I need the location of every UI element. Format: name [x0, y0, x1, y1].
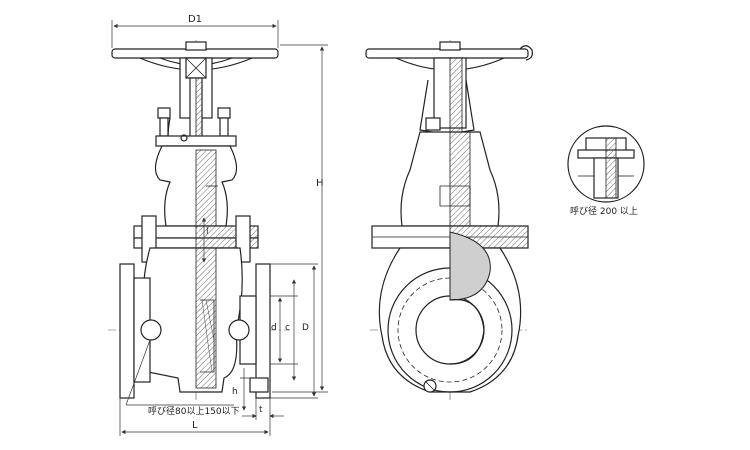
label-h-small: h [232, 387, 238, 397]
dimension-h-small: h [232, 368, 260, 411]
note-detail: 呼び径 200 以上 [570, 205, 638, 217]
label-d1: D1 [188, 14, 202, 25]
label-d-small: d [271, 323, 277, 333]
label-c: c [285, 323, 290, 333]
note-left: 呼び径80以上150以下 [148, 405, 240, 417]
label-l-inner: l [206, 227, 209, 237]
dimension-l-inner: l [201, 217, 209, 263]
side-view [365, 40, 533, 400]
front-body [142, 247, 243, 393]
dimension-port-diameters: d c D [270, 263, 318, 399]
front-port-hole-right [228, 319, 250, 341]
note-left-leader: 呼び径80以上150以下 [125, 339, 240, 417]
front-view [108, 40, 290, 400]
front-port-hole-left [140, 319, 162, 341]
dimension-t: t [242, 398, 284, 420]
dimension-l-length: L [119, 398, 271, 436]
label-l-length: L [192, 420, 198, 431]
label-h: H [316, 178, 324, 189]
label-t: t [259, 405, 263, 415]
dimension-h: H [272, 44, 328, 393]
detail-view: 呼び径 200 以上 [567, 125, 645, 217]
dimension-d1: D1 [111, 14, 279, 48]
label-d-big: D [302, 323, 309, 333]
